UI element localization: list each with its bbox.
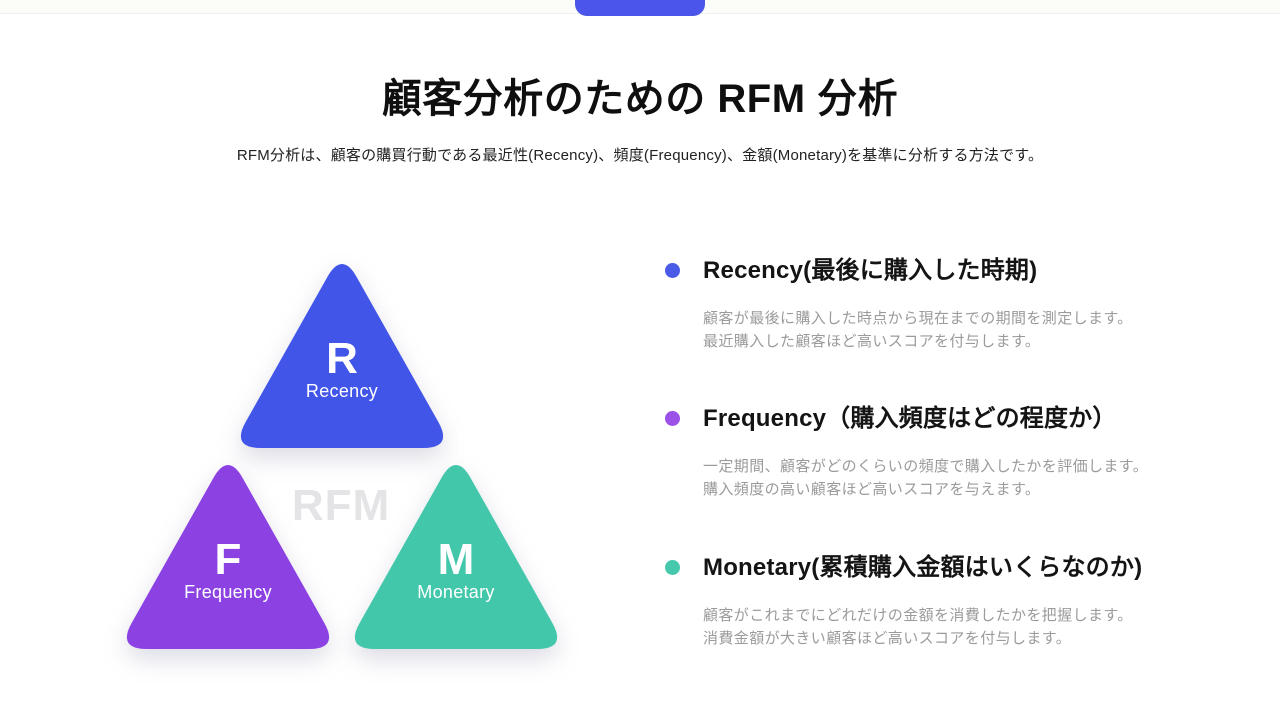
bullet-dot-monetary [665, 560, 680, 575]
section-monetary-content: Monetary(累積購入金額はいくらなのか) 顧客がこれまでにどれだけの金額を… [703, 552, 1195, 650]
triangle-monetary: M Monetary [345, 452, 567, 650]
triangle-recency: R Recency [231, 251, 453, 449]
triangle-frequency-label: Frequency [184, 582, 272, 602]
section-frequency-heading: Frequency（購入頻度はどの程度か） [703, 405, 1117, 432]
triangle-recency-shape [240, 264, 444, 448]
bullet-dot-icon [665, 411, 680, 426]
section-recency-body: 顧客が最後に購入した時点から現在までの期間を測定します。最近購入した顧客ほど高い… [703, 308, 1195, 353]
bullet-dot-recency [665, 263, 680, 278]
triangle-frequency-shape [126, 465, 330, 649]
section-monetary: Monetary(累積購入金額はいくらなのか) 顧客がこれまでにどれだけの金額を… [665, 552, 1195, 650]
triangle-recency-label: Recency [305, 381, 379, 401]
section-recency: Recency(最後に購入した時期) 顧客が最後に購入した時点から現在までの期間… [665, 255, 1195, 353]
section-recency-body-line1: 顧客が最後に購入した時点から現在までの期間を測定します。 [703, 310, 1133, 327]
triangle-monetary-letter: M [437, 535, 475, 584]
section-frequency-body-line2: 購入頻度の高い顧客ほど高いスコアを与えます。 [703, 480, 1041, 498]
triangle-monetary-shape [354, 465, 558, 649]
section-monetary-body-line1: 顧客がこれまでにどれだけの金額を消費したかを把握します。 [703, 607, 1133, 624]
section-recency-content: Recency(最後に購入した時期) 顧客が最後に購入した時点から現在までの期間… [703, 255, 1195, 353]
section-monetary-body: 顧客がこれまでにどれだけの金額を消費したかを把握します。消費金額が大きい顧客ほど… [703, 605, 1195, 650]
rfm-watermark: RFM [291, 481, 391, 530]
triangle-monetary-fill [354, 465, 558, 649]
triangle-frequency-letter: F [214, 535, 242, 584]
triangle-frequency: F Frequency [117, 452, 339, 650]
section-frequency-content: Frequency（購入頻度はどの程度か） 一定期間、顧客がどのくらいの頻度で購… [703, 403, 1195, 501]
top-tab [575, 0, 705, 16]
section-monetary-heading: Monetary(累積購入金額はいくらなのか) [703, 554, 1143, 581]
bullet-dot-icon [665, 560, 680, 575]
page-title: 顧客分析のための RFM 分析 [381, 77, 899, 121]
bullet-dot-icon [665, 263, 680, 278]
section-recency-body-line2: 最近購入した顧客ほど高いスコアを付与します。 [703, 332, 1041, 350]
page-subtitle: RFM分析は、顧客の購買行動である最近性(Recency)、頻度(Frequen… [236, 147, 1044, 164]
triangle-recency-letter: R [326, 334, 358, 383]
section-frequency: Frequency（購入頻度はどの程度か） 一定期間、顧客がどのくらいの頻度で購… [665, 403, 1195, 501]
triangle-recency-fill [240, 264, 444, 448]
section-frequency-body: 一定期間、顧客がどのくらいの頻度で購入したかを評価します。購入頻度の高い顧客ほど… [703, 456, 1195, 501]
section-monetary-body-line2: 消費金額が大きい顧客ほど高いスコアを付与します。 [703, 629, 1072, 647]
section-frequency-body-line1: 一定期間、顧客がどのくらいの頻度で購入したかを評価します。 [703, 458, 1149, 475]
triangle-monetary-label: Monetary [417, 582, 495, 602]
bullet-dot-frequency [665, 411, 680, 426]
section-recency-heading: Recency(最後に購入した時期) [703, 257, 1038, 284]
rfm-triangle-diagram: RFM R Recency F Frequency M Monetary [117, 251, 567, 650]
triangle-frequency-fill [126, 465, 330, 649]
